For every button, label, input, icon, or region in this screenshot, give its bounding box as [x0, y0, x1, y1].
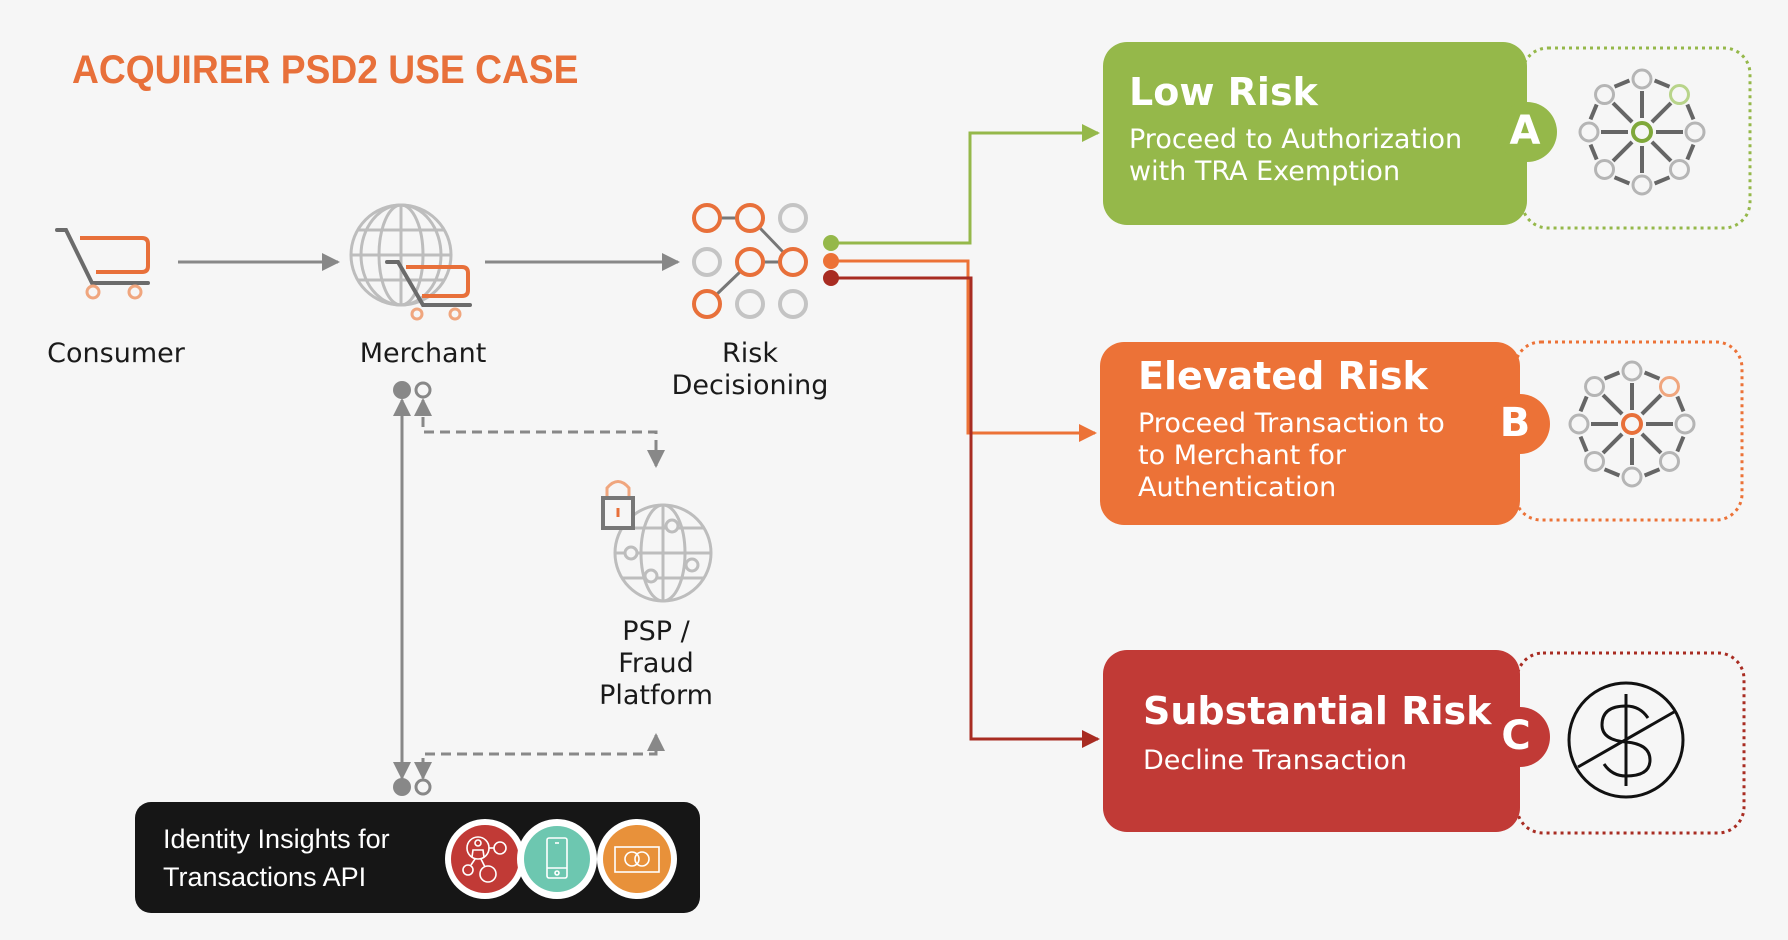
hub-node [1631, 174, 1653, 196]
api-port-hollow [414, 778, 432, 796]
hub-node [1621, 360, 1643, 382]
hub-node [1684, 121, 1706, 143]
elevated-risk-box[interactable] [1100, 340, 1744, 525]
hub-node [1674, 413, 1696, 435]
hub-node [1568, 413, 1590, 435]
locked-globe-icon [601, 480, 713, 603]
substantial-risk-connector [831, 276, 1100, 748]
identity-insights-api-box[interactable]: Identity Insights for Transactions API [135, 802, 700, 913]
hub-node [1668, 158, 1690, 180]
hub-node [1594, 158, 1616, 180]
hub-node [1584, 450, 1606, 472]
api-icons [445, 819, 677, 899]
hub-node [1594, 84, 1616, 106]
merchant-port-filled [393, 381, 411, 399]
psp-fraud-platform-label: PSP / Fraud Platform [599, 616, 713, 711]
hub-center [1631, 121, 1653, 143]
globe-cart-icon [349, 203, 472, 321]
api-port-filled [393, 778, 411, 796]
low-risk-text: Low Risk Proceed to Authorization with T… [1129, 70, 1463, 187]
hub-node [1658, 376, 1680, 398]
hub-node [1658, 450, 1680, 472]
no-money-icon [1567, 681, 1685, 799]
merchant-to-psp-dashed [421, 401, 665, 468]
network-hub-icon-a [1578, 68, 1706, 196]
low-risk-title: Low Risk [1129, 70, 1318, 114]
elevated-risk-dot [823, 253, 839, 269]
outcome-letter-a: A [1509, 108, 1541, 154]
merchant-label: Merchant [359, 338, 487, 369]
substantial-risk-box[interactable] [1103, 650, 1746, 835]
hub-center [1621, 413, 1643, 435]
elevated-risk-connector [831, 259, 1097, 442]
mobile-phone-icon [517, 819, 597, 899]
psp-to-api-dashed [414, 735, 658, 780]
low-risk-connector [831, 124, 1100, 245]
elevated-risk-text: Elevated Risk Proceed Transaction to to … [1138, 354, 1445, 503]
hub-node [1631, 68, 1653, 90]
hub-node [1584, 376, 1606, 398]
hub-node [1578, 121, 1600, 143]
identity-network-icon [445, 819, 525, 899]
network-hub-icon-b [1568, 360, 1696, 488]
consumer-label: Consumer [47, 338, 185, 369]
page-title: ACQUIRER PSD2 USE CASE [72, 48, 579, 92]
hub-node [1668, 84, 1690, 106]
substantial-risk-dot [823, 270, 839, 286]
elevated-risk-title: Elevated Risk [1138, 354, 1428, 398]
low-risk-dot [823, 235, 839, 251]
low-risk-box[interactable] [1103, 42, 1752, 230]
hub-node [1621, 466, 1643, 488]
outcome-letter-b: B [1499, 400, 1531, 446]
shopping-cart-icon [55, 228, 150, 300]
outcome-letter-c: C [1501, 713, 1531, 759]
api-label: Identity Insights for Transactions API [163, 824, 390, 892]
risk-decisioning-label: Risk Decisioning [671, 338, 829, 401]
substantial-risk-text: Substantial Risk Decline Transaction [1143, 689, 1492, 776]
node-network-icon [692, 203, 808, 319]
credit-card-icon [597, 819, 677, 899]
merchant-port-hollow [414, 381, 432, 399]
substantial-risk-title: Substantial Risk [1143, 689, 1492, 733]
